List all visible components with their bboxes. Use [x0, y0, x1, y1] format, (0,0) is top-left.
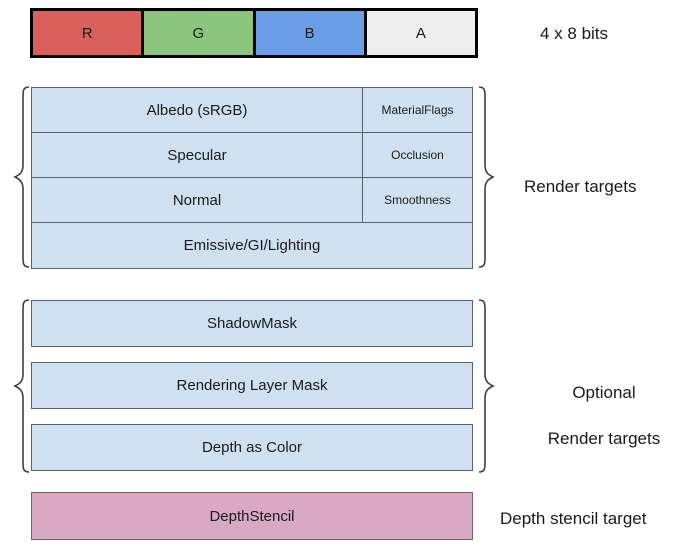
render-target-cell-normal: Normal [32, 178, 363, 222]
optional-render-target-box-rendering-layer-mask: Rendering Layer Mask [31, 362, 473, 409]
optional-render-target-label-shadowmask: ShadowMask [206, 315, 298, 332]
channel-cell-g: G [144, 11, 256, 55]
render-target-cell-occlusion: Occlusion [363, 133, 472, 177]
right-brace-render-targets [477, 85, 495, 269]
optional-render-target-label-rendering-layer-mask: Rendering Layer Mask [176, 377, 328, 394]
render-target-label-occlusion: Occlusion [391, 148, 444, 162]
channel-label-g: G [192, 24, 205, 42]
channel-label-r: R [81, 24, 93, 42]
render-target-row: Specular Occlusion [32, 133, 472, 178]
render-target-cell-albedo: Albedo (sRGB) [32, 88, 363, 132]
render-target-cell-emissive: Emissive/GI/Lighting [32, 223, 472, 268]
render-target-row: Albedo (sRGB) MaterialFlags [32, 88, 472, 133]
optional-render-target-box-shadowmask: ShadowMask [31, 300, 473, 347]
left-brace-optional-render-targets [13, 298, 31, 474]
left-brace-render-targets [13, 85, 31, 269]
channel-cell-b: B [255, 11, 367, 55]
depth-stencil-group-label: Depth stencil target [500, 509, 647, 528]
render-target-label-normal: Normal [172, 191, 222, 209]
rgba-channel-bar: R G B A [30, 8, 478, 58]
channel-label-b: B [304, 24, 315, 42]
optional-render-target-box-depth-as-color: Depth as Color [31, 424, 473, 471]
channel-cell-r: R [33, 11, 145, 55]
render-target-row: Emissive/GI/Lighting [32, 223, 472, 268]
optional-render-target-label-depth-as-color: Depth as Color [201, 439, 303, 456]
render-target-label-smoothness: Smoothness [384, 193, 451, 207]
render-target-row: Normal Smoothness [32, 178, 472, 223]
render-target-cell-smoothness: Smoothness [363, 178, 472, 222]
render-targets-block: Albedo (sRGB) MaterialFlags Specular Occ… [31, 87, 473, 269]
render-targets-group-label: Render targets [524, 177, 637, 196]
channel-cell-a: A [366, 11, 475, 55]
render-target-cell-specular: Specular [32, 133, 363, 177]
channel-label-a: A [415, 24, 426, 42]
channel-bar-caption: 4 x 8 bits [540, 24, 609, 43]
render-target-label-albedo: Albedo (sRGB) [146, 101, 248, 119]
depth-stencil-box: DepthStencil [31, 492, 473, 540]
render-target-cell-materialflags: MaterialFlags [363, 88, 472, 132]
render-target-label-materialflags: MaterialFlags [381, 103, 454, 117]
optional-render-targets-group-label: Optional Render targets [524, 358, 684, 473]
depth-stencil-box-label: DepthStencil [209, 507, 295, 525]
right-brace-optional-render-targets [477, 298, 495, 474]
render-target-label-specular: Specular [167, 146, 227, 164]
optional-render-targets-group-label-line2: Render targets [547, 429, 661, 448]
render-target-label-emissive: Emissive/GI/Lighting [183, 237, 321, 254]
optional-render-targets-group-label-line1: Optional [572, 383, 636, 402]
